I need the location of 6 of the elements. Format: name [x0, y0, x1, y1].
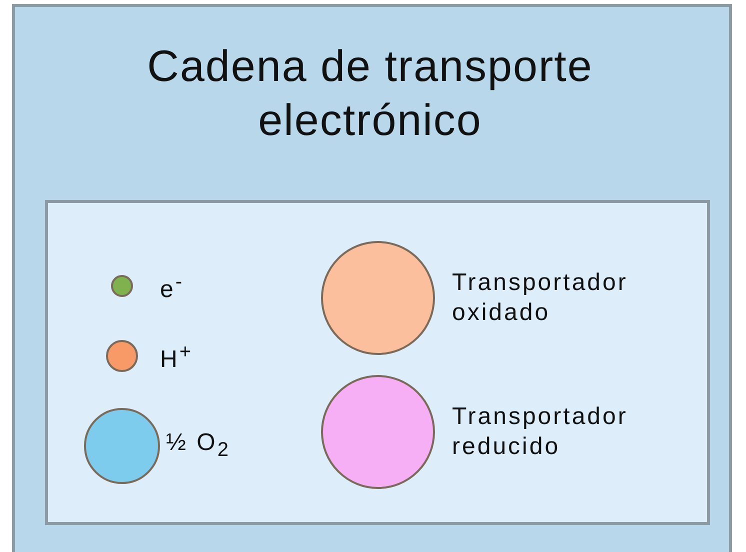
legend-label: ½ O$_{2}$ [166, 428, 232, 462]
legend-label: Transportador reducido [452, 402, 629, 462]
legend-label: e$^{-}$ [160, 270, 186, 305]
legend-label: Transportador oxidado [452, 268, 629, 328]
diagram-title: Cadena de transporte electrónico [146, 41, 594, 147]
legend-label: H$^{+}$ [160, 340, 194, 375]
